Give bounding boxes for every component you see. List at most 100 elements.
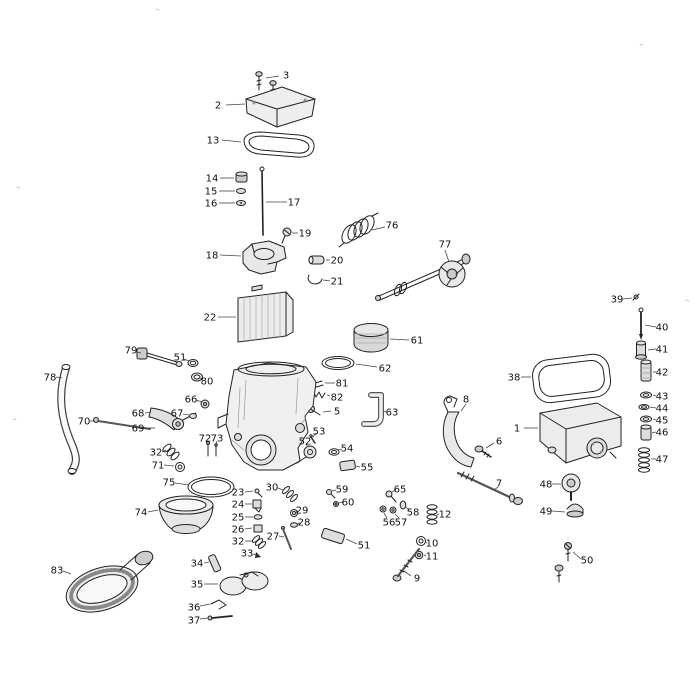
part-label-35: 35 <box>191 580 204 591</box>
part-label-13: 13 <box>207 136 220 147</box>
part-label-51: 51 <box>174 353 187 364</box>
part-label-11: 11 <box>426 552 439 563</box>
part-83-air-funnel <box>65 550 154 613</box>
leader-line-10 <box>425 541 428 544</box>
leader-line-2 <box>225 103 246 106</box>
part-label-5: 5 <box>334 407 340 418</box>
leader-line-5 <box>322 410 332 413</box>
part-label-40: 40 <box>656 323 669 334</box>
part-label-26: 26 <box>232 525 245 536</box>
part-36-clip <box>210 599 227 610</box>
part-15-washer <box>236 188 246 194</box>
part-48-diaphragm <box>561 473 581 501</box>
part-35-float <box>219 571 269 596</box>
part-26-jet-holder <box>253 524 263 533</box>
part-label-80: 80 <box>201 377 214 388</box>
leader-line-7 <box>493 486 499 491</box>
part-label-42: 42 <box>656 368 669 379</box>
leader-line-29 <box>295 510 299 513</box>
part-20-pin <box>308 255 325 265</box>
part-label-14: 14 <box>206 174 219 185</box>
part-65-screw <box>385 490 397 503</box>
leader-line-32 <box>161 449 167 453</box>
part-51-cylinder <box>321 527 345 545</box>
leader-line-18 <box>219 254 242 257</box>
part-label-25: 25 <box>232 513 245 524</box>
part-12-spring <box>426 504 438 525</box>
part-label-17: 17 <box>288 198 301 209</box>
part-label-43: 43 <box>656 392 669 403</box>
part-54-oring <box>328 448 340 456</box>
part-label-28: 28 <box>298 518 311 529</box>
part-label-68: 68 <box>132 409 145 420</box>
part-7-bolt <box>456 471 523 505</box>
part-label-53: 53 <box>313 427 326 438</box>
part-6-screw <box>474 445 492 458</box>
leader-line-51 <box>345 538 358 545</box>
part-label-6: 6 <box>496 437 502 448</box>
part-label-72: 72 <box>199 434 212 445</box>
part-label-8: 8 <box>463 395 469 406</box>
part-label-56: 56 <box>383 518 396 529</box>
part-label-74: 74 <box>135 508 148 519</box>
part-label-63: 63 <box>386 408 399 419</box>
part-label-54: 54 <box>341 444 354 455</box>
part-79-choke-knob <box>136 347 183 367</box>
part-label-10: 10 <box>426 539 439 550</box>
part-label-73: 73 <box>211 434 224 445</box>
part-label-29: 29 <box>296 506 309 517</box>
part-39-clip <box>632 293 640 301</box>
part-8-bracket <box>442 395 475 468</box>
part-66-bushing <box>200 399 210 409</box>
part-label-7: 7 <box>496 479 502 490</box>
part-67-washer <box>189 413 197 419</box>
part-41-valve-seat <box>635 340 647 360</box>
part-label-21: 21 <box>331 277 344 288</box>
leader-line-78 <box>55 376 63 379</box>
part-24-jet <box>252 499 262 513</box>
part-80-oring <box>191 372 203 382</box>
part-25-washer <box>253 514 263 520</box>
diagram-shapes <box>12 8 690 621</box>
leader-line-13 <box>221 139 242 143</box>
part-label-47: 47 <box>656 455 669 466</box>
part-label-36: 36 <box>188 603 201 614</box>
leader-line-66 <box>195 399 203 403</box>
part-58-collar <box>399 500 407 510</box>
part-label-44: 44 <box>656 404 669 415</box>
leader-line-23 <box>244 490 254 493</box>
part-38-bowl-gasket <box>532 353 612 404</box>
leader-line-45 <box>652 418 657 421</box>
part-label-76: 76 <box>386 221 399 232</box>
part-label-55: 55 <box>361 463 374 474</box>
leader-line-9 <box>403 570 412 577</box>
part-label-9: 9 <box>414 574 420 585</box>
part-label-15: 15 <box>205 187 218 198</box>
leader-line-34 <box>203 561 210 564</box>
part-55-cylinder <box>339 459 356 472</box>
part-2-top-cover <box>245 86 316 128</box>
part-label-65: 65 <box>394 485 407 496</box>
leader-line-60 <box>338 501 344 504</box>
leader-line-46 <box>651 431 657 434</box>
part-30-spring <box>282 486 298 502</box>
part-label-52: 52 <box>299 437 312 448</box>
part-label-16: 16 <box>205 199 218 210</box>
part-label-27: 27 <box>267 532 280 543</box>
leader-line-27 <box>278 535 285 538</box>
leader-line-11 <box>423 554 427 557</box>
leader-line-68 <box>144 411 152 414</box>
part-75-large-oring <box>187 476 235 498</box>
part-label-49: 49 <box>540 507 553 518</box>
part-label-79: 79 <box>125 346 138 357</box>
leader-line-54 <box>337 448 343 451</box>
leader-line-50 <box>572 551 582 560</box>
part-53-pin <box>309 434 316 444</box>
part-label-57: 57 <box>395 518 408 529</box>
leader-line-44 <box>649 406 657 409</box>
part-label-61: 61 <box>411 336 424 347</box>
part-label-51: 51 <box>358 541 371 552</box>
part-22-throttle-slide <box>237 284 294 343</box>
